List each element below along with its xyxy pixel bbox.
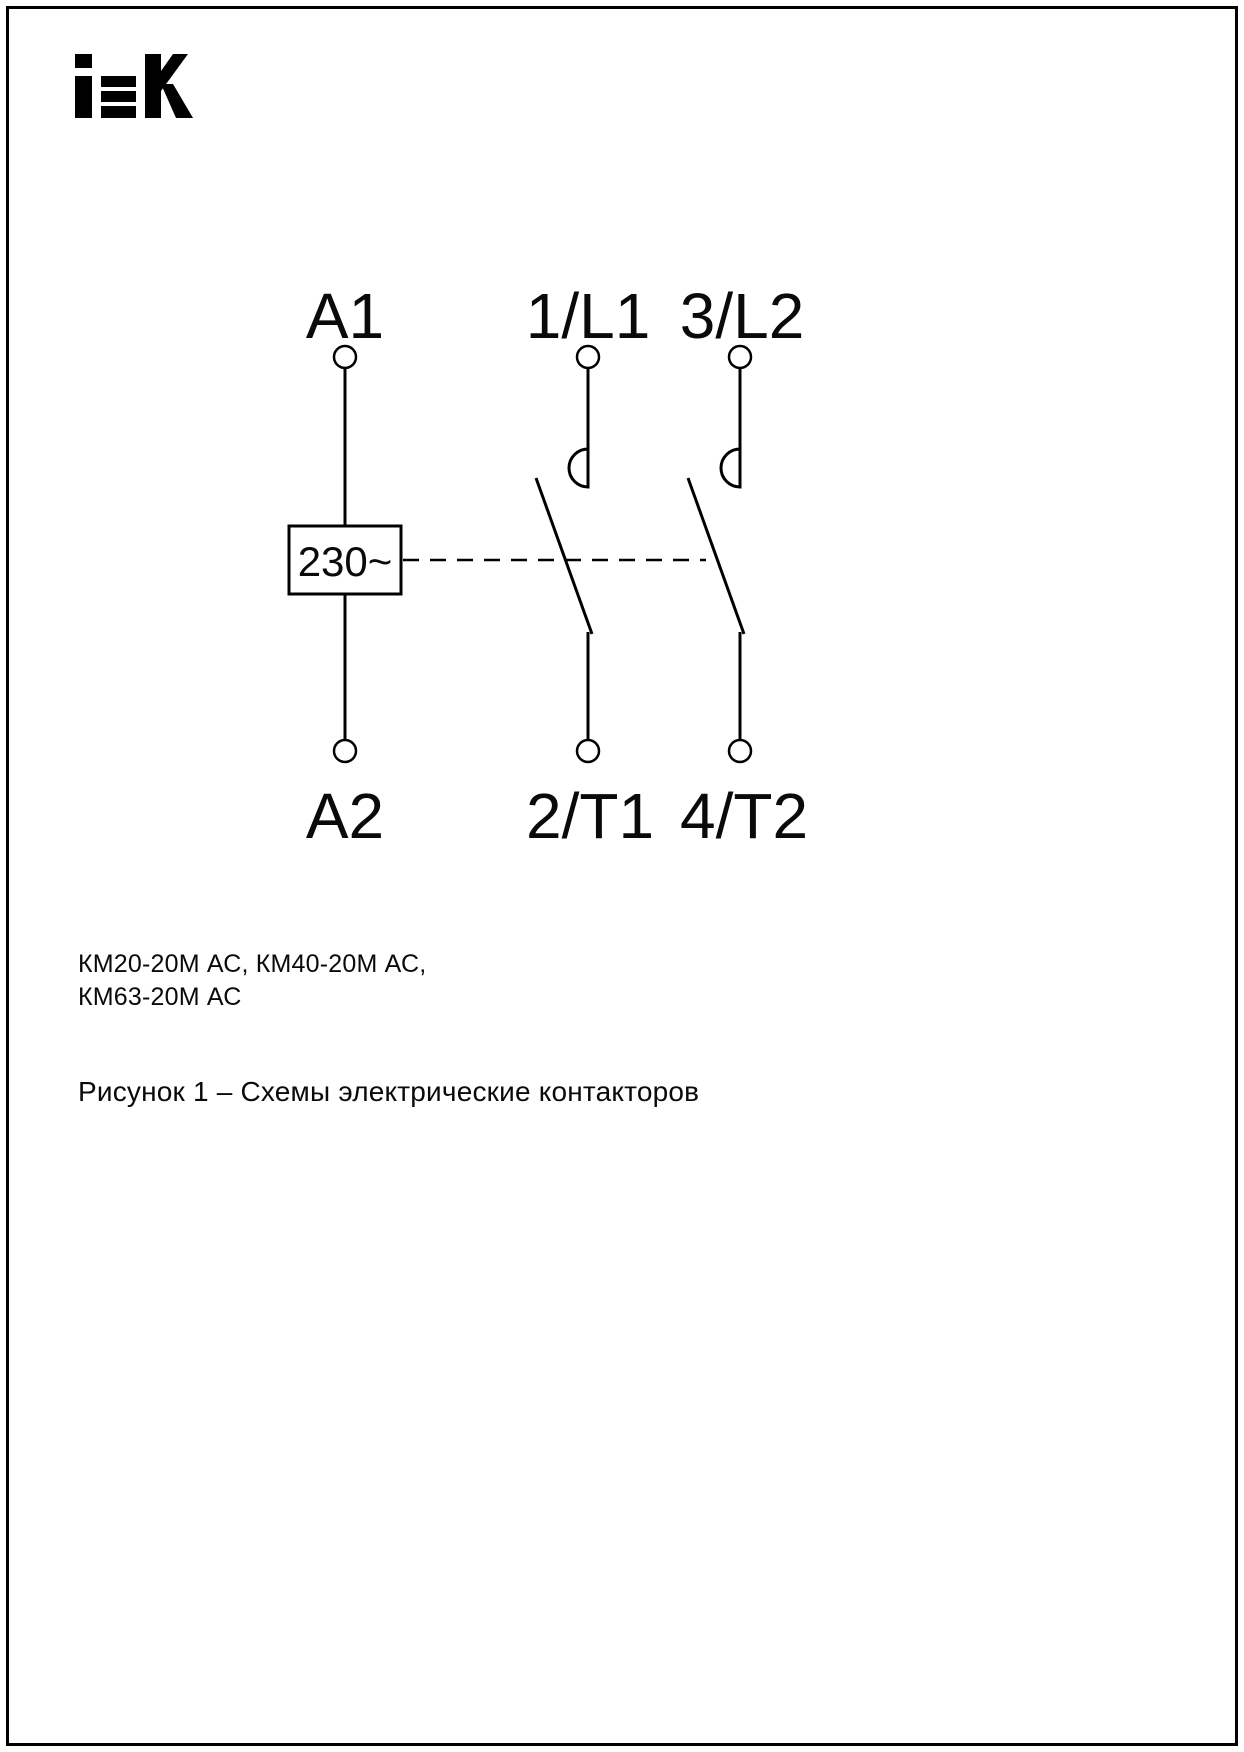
logo-e-bar-bottom (101, 106, 136, 118)
logo-k-lower-arm (161, 84, 193, 118)
logo-i-stem (75, 76, 92, 118)
iek-logo (75, 54, 193, 118)
pole2-fixed-contact-arc (719, 447, 742, 489)
model-list-line1: КМ20-20М АС, КМ40-20М АС, (78, 950, 427, 978)
terminal-circle-a1 (332, 344, 358, 370)
logo-k-stem (145, 54, 161, 118)
terminal-circle-3l2 (727, 344, 753, 370)
iek-logo-glyphs (75, 54, 193, 118)
pole1-moving-contact-line (534, 477, 594, 635)
terminal-label-a1: A1 (306, 280, 384, 352)
coil-box (287, 524, 403, 596)
terminal-label-a2: A2 (306, 780, 384, 852)
figure-caption: Рисунок 1 – Схемы электрические контакто… (78, 1076, 700, 1107)
terminal-label-4t2: 4/T2 (680, 780, 808, 852)
terminal-circle-2t1 (575, 738, 601, 764)
logo-k-upper-arm (161, 54, 188, 91)
terminal-circle-a2 (332, 738, 358, 764)
terminal-label-2t1: 2/T1 (526, 780, 654, 852)
terminal-circle-1l1 (575, 344, 601, 370)
model-list-line2: КМ63-20М АС (78, 983, 242, 1011)
pole2-moving-contact-line (686, 477, 746, 635)
terminal-label-1l1: 1/L1 (526, 280, 651, 352)
logo-e-bar-top (101, 76, 136, 87)
terminal-circle-4t2 (727, 738, 753, 764)
model-list: КМ20-20М АС, КМ40-20М АС, КМ63-20М АС (78, 948, 426, 1014)
coil-voltage-label: 230~ (298, 538, 393, 585)
logo-i-dot (75, 54, 92, 68)
logo-e-bar-middle (101, 91, 136, 102)
terminal-label-3l2: 3/L2 (680, 280, 805, 352)
pole1-fixed-contact-arc (567, 447, 590, 489)
